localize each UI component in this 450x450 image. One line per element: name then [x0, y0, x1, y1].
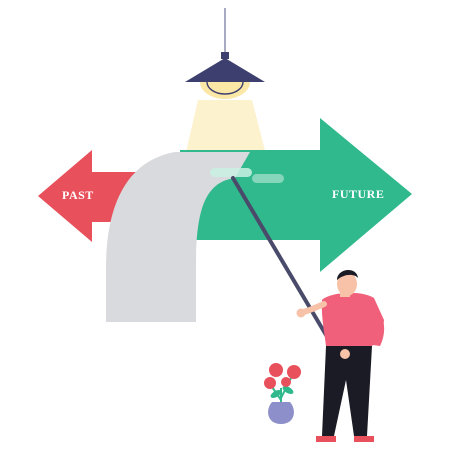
path-curve	[106, 152, 250, 322]
presenter-person-icon	[296, 269, 385, 442]
ceiling-lamp-icon	[185, 8, 265, 99]
flower-vase-icon	[264, 363, 301, 424]
past-label: PAST	[62, 188, 94, 202]
light-streak	[210, 168, 252, 177]
future-label: FUTURE	[332, 187, 384, 201]
light-streak	[252, 174, 284, 183]
